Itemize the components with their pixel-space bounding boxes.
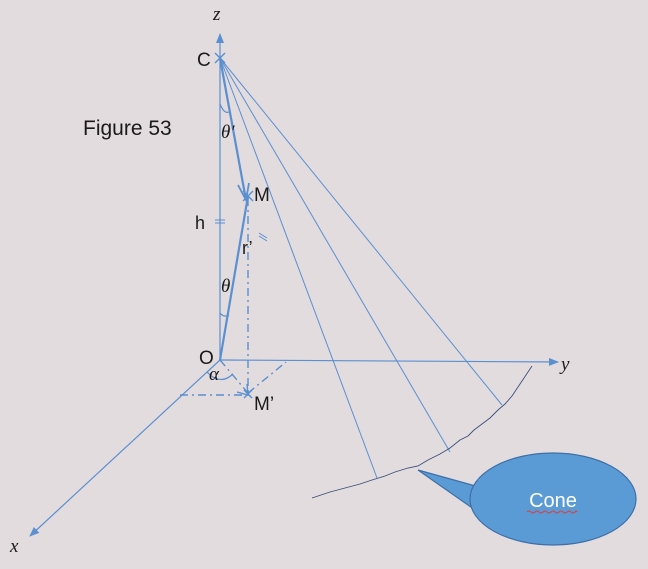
r-prime-label: r’ — [242, 238, 253, 258]
x-axis — [29, 359, 221, 537]
point-m-label: M — [254, 185, 270, 206]
callout-cover — [478, 478, 492, 508]
point-o-label: O — [199, 348, 214, 369]
cone-line-2 — [219, 57, 451, 453]
callout-spell-underline — [526, 510, 578, 514]
segment-om-prime — [219, 359, 249, 394]
h-label: h — [195, 213, 205, 233]
alpha-arc — [206, 371, 234, 381]
theta-arc — [219, 312, 230, 317]
cone-lines — [219, 57, 503, 479]
theta-label: θ — [221, 276, 230, 297]
theta-prime-arc — [219, 103, 230, 113]
point-c-label: C — [197, 50, 211, 71]
cone-line-1 — [219, 57, 378, 479]
segment-om — [218, 195, 250, 361]
callout-bubble — [469, 452, 637, 546]
vector-cm-arrowhead — [237, 182, 250, 203]
point-m-prime-marker — [243, 389, 253, 399]
callout-text: Cone — [529, 490, 577, 512]
point-c-marker — [214, 52, 226, 64]
cone-rough-edge — [311, 365, 533, 499]
r-prime-tick-1 — [258, 232, 268, 239]
r-prime-tick-2 — [258, 235, 268, 242]
m-prime-to-y — [247, 361, 287, 394]
y-axis-label: y — [559, 354, 570, 375]
point-m-marker — [242, 190, 254, 202]
x-axis-label: x — [9, 536, 19, 557]
figure-title: Figure 53 — [83, 117, 172, 140]
y-axis — [219, 357, 559, 366]
alpha-label: α — [209, 364, 220, 385]
cone-line-3 — [219, 57, 503, 406]
point-m-prime-label: M’ — [254, 394, 274, 415]
vector-cm — [218, 57, 248, 201]
z-axis-label: z — [212, 4, 221, 25]
theta-prime-label: θ′ — [221, 122, 235, 143]
om-prime-arrowhead — [236, 383, 249, 396]
